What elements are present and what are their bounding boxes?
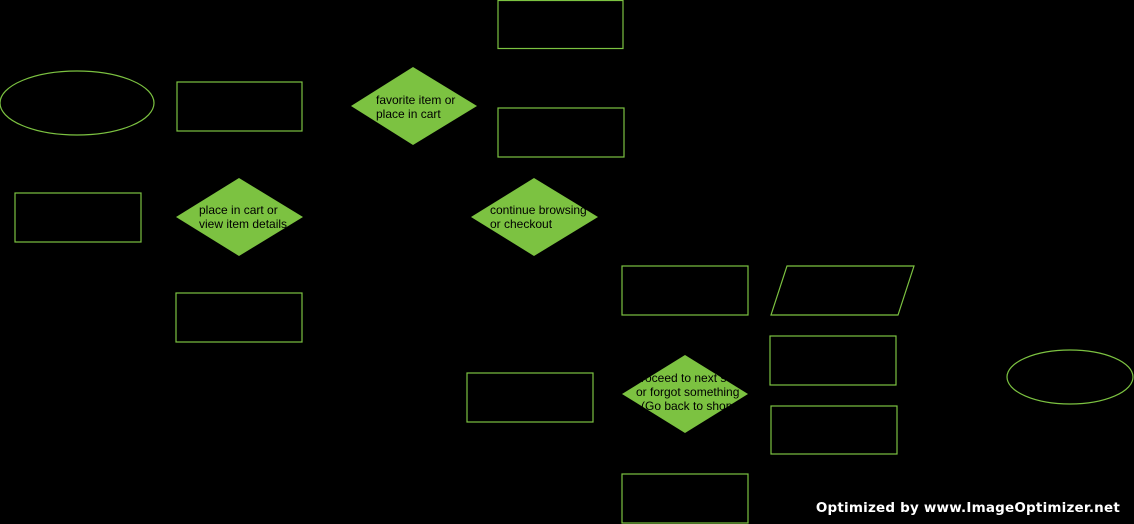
decision-label-line1: favorite item or [376, 93, 455, 107]
decision-label-line1: continue browsing [490, 203, 587, 217]
process-box-row1-right[interactable] [497, 107, 625, 158]
process-box-row3-left[interactable] [175, 292, 303, 343]
decision-label-line3: (Go back to shopp [641, 399, 739, 413]
process-box-mid-left[interactable] [466, 372, 594, 423]
decision-cart-or-details[interactable]: place in cart or view item details [176, 178, 303, 256]
process-box-left[interactable] [14, 192, 142, 243]
process-box-bottom[interactable] [621, 473, 749, 524]
start-terminator[interactable] [0, 70, 155, 136]
decision-label-line1: roceed to next s [641, 371, 726, 385]
process-box-row1-left[interactable] [176, 81, 303, 132]
process-box-checkout[interactable] [621, 265, 749, 316]
end-terminator[interactable] [1006, 349, 1134, 405]
decision-label-line2: place in cart [376, 107, 441, 121]
decision-proceed-or-back[interactable]: roceed to next s or forgot something (Go… [622, 355, 748, 433]
input-output-parallelogram[interactable] [770, 265, 915, 316]
process-box-right-lower[interactable] [770, 405, 898, 455]
decision-label-line2: or checkout [490, 217, 553, 231]
process-box-top[interactable] [497, 0, 624, 50]
decision-browse-or-checkout[interactable]: continue browsing or checkout [471, 178, 598, 256]
decision-label-line2: or forgot something [636, 385, 739, 399]
watermark-text: Optimized by www.ImageOptimizer.net [815, 500, 1120, 516]
decision-favorite-or-cart[interactable]: favorite item or place in cart [351, 67, 477, 145]
decision-label-line2: view item details [199, 217, 287, 231]
process-box-right-upper[interactable] [769, 335, 897, 386]
decision-label-line1: place in cart or [199, 203, 278, 217]
